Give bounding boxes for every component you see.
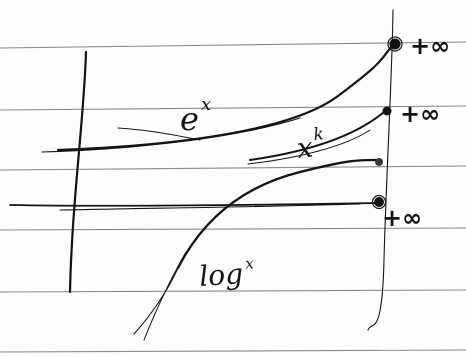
power-infinity-label: +∞ — [400, 100, 440, 128]
power-curve-sketch-stroke — [247, 129, 371, 165]
exp-curve — [41, 44, 394, 153]
exp-endpoint-dot — [389, 38, 401, 50]
ruled-lines — [0, 41, 466, 353]
endpoint-dots — [371, 36, 403, 210]
axis-endpoint-dot — [374, 197, 384, 207]
log-label-sup: x — [245, 254, 255, 273]
axis-endpoint-ring — [371, 194, 387, 210]
ruled-line — [0, 105, 466, 111]
limit-line — [367, 9, 394, 331]
power-label-sup: k — [312, 124, 324, 145]
power-label-base: x — [295, 130, 314, 164]
log-curve-sketch-stroke — [143, 251, 187, 341]
ruled-line — [0, 349, 466, 353]
log-label: logx — [198, 254, 256, 293]
log-curve-main — [176, 158, 380, 270]
power-curve-main — [249, 111, 385, 161]
log-endpoint-dot — [375, 158, 383, 166]
power-label: xk — [295, 124, 327, 165]
horizontal-axis — [9, 202, 379, 207]
exp-curve-sketch-stroke — [41, 117, 301, 153]
exp-curve-main — [56, 44, 394, 152]
log-label-base: log — [198, 257, 244, 293]
horizontal-axis-extra-stroke — [59, 203, 361, 211]
log-curve-lower-stroke — [133, 267, 179, 335]
exp-curve-sketch-stroke — [117, 127, 201, 141]
ruled-line — [0, 289, 466, 293]
vertical-axis — [68, 50, 88, 294]
ruled-line — [0, 227, 466, 231]
exp-endpoint-ring — [387, 36, 403, 52]
axis-infinity-label: +∞ — [382, 204, 422, 232]
exp-label-base: e — [180, 100, 199, 138]
ruled-line — [0, 165, 466, 171]
exp-infinity-label: +∞ — [410, 32, 450, 60]
power-curve — [247, 111, 385, 165]
log-curve — [133, 158, 380, 341]
power-endpoint-dot — [382, 106, 392, 116]
exp-label-sup: x — [201, 94, 211, 115]
